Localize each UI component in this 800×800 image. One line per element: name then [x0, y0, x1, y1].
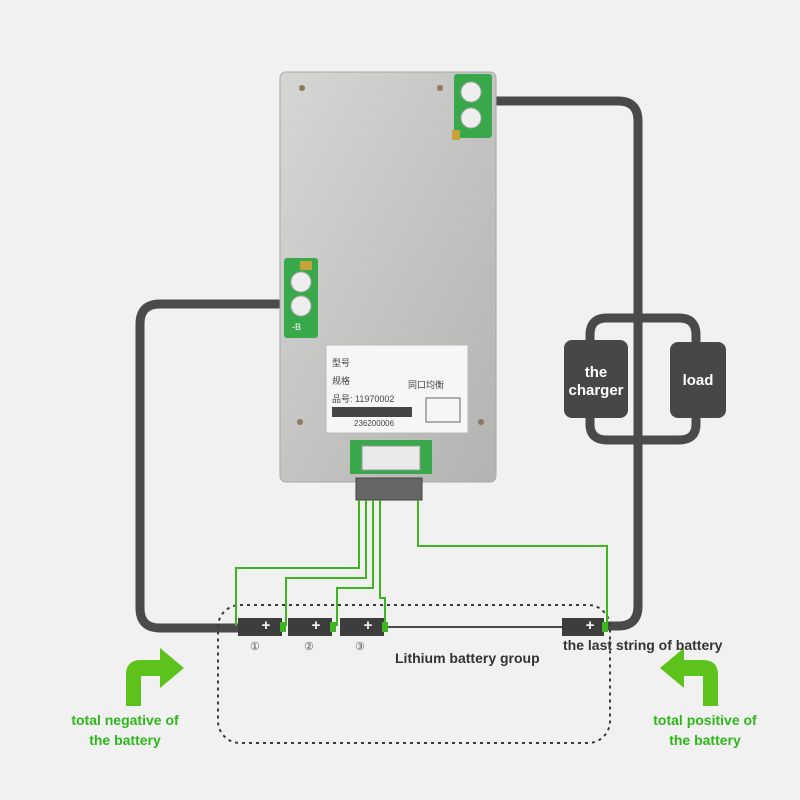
- cell-3-plus: +: [363, 617, 373, 634]
- total-negative-label: total negative of the battery: [50, 710, 200, 750]
- board-terminal-mark: -B: [292, 322, 301, 332]
- board-serial: 236200006: [354, 419, 395, 428]
- cell-2: [288, 618, 332, 636]
- cell-number-3: ③: [355, 641, 365, 653]
- board-label-line-1: 型号: [332, 358, 351, 368]
- positive-arrow-icon: [660, 648, 718, 706]
- battery-group-label: Lithium battery group: [395, 650, 540, 666]
- charger-label: the charger: [564, 364, 628, 400]
- load-box: [670, 342, 726, 418]
- board-label-line-2: 规格: [332, 376, 351, 386]
- cell-1: [238, 618, 282, 636]
- load-label: load: [682, 372, 714, 389]
- total-positive-label: total positive of the battery: [630, 710, 780, 750]
- balance-wires: [235, 500, 608, 626]
- total-positive-line-2: the battery: [669, 732, 741, 748]
- negative-wire: [135, 299, 290, 633]
- cell-2-plus: +: [311, 617, 321, 634]
- negative-arrow-icon: [126, 648, 184, 706]
- total-negative-line-2: the battery: [89, 732, 161, 748]
- charger-label-line-2: charger: [568, 382, 624, 399]
- cell-number-2: ②: [304, 641, 314, 653]
- cell-1-plus: +: [261, 617, 271, 634]
- cell-last: [562, 618, 604, 636]
- battery-cells: [238, 618, 608, 636]
- charger-label-line-1: the: [584, 364, 608, 381]
- board-balance-text: 同口均衡: [408, 380, 445, 390]
- cell-number-1: ①: [250, 641, 260, 653]
- board-label-line-3: 品号: 11970002: [332, 394, 395, 404]
- cell-3: [340, 618, 384, 636]
- positive-wire: [490, 96, 643, 631]
- cell-last-plus: +: [585, 617, 595, 634]
- last-string-label: the last string of battery: [563, 637, 723, 653]
- charger-box: [564, 340, 628, 418]
- parallel-loop: [585, 313, 701, 445]
- total-positive-line-1: total positive of: [653, 712, 757, 728]
- bms-board: [279, 71, 497, 483]
- battery-group-outline: [217, 604, 611, 744]
- total-negative-line-1: total negative of: [71, 712, 179, 728]
- balance-plug: [355, 477, 423, 501]
